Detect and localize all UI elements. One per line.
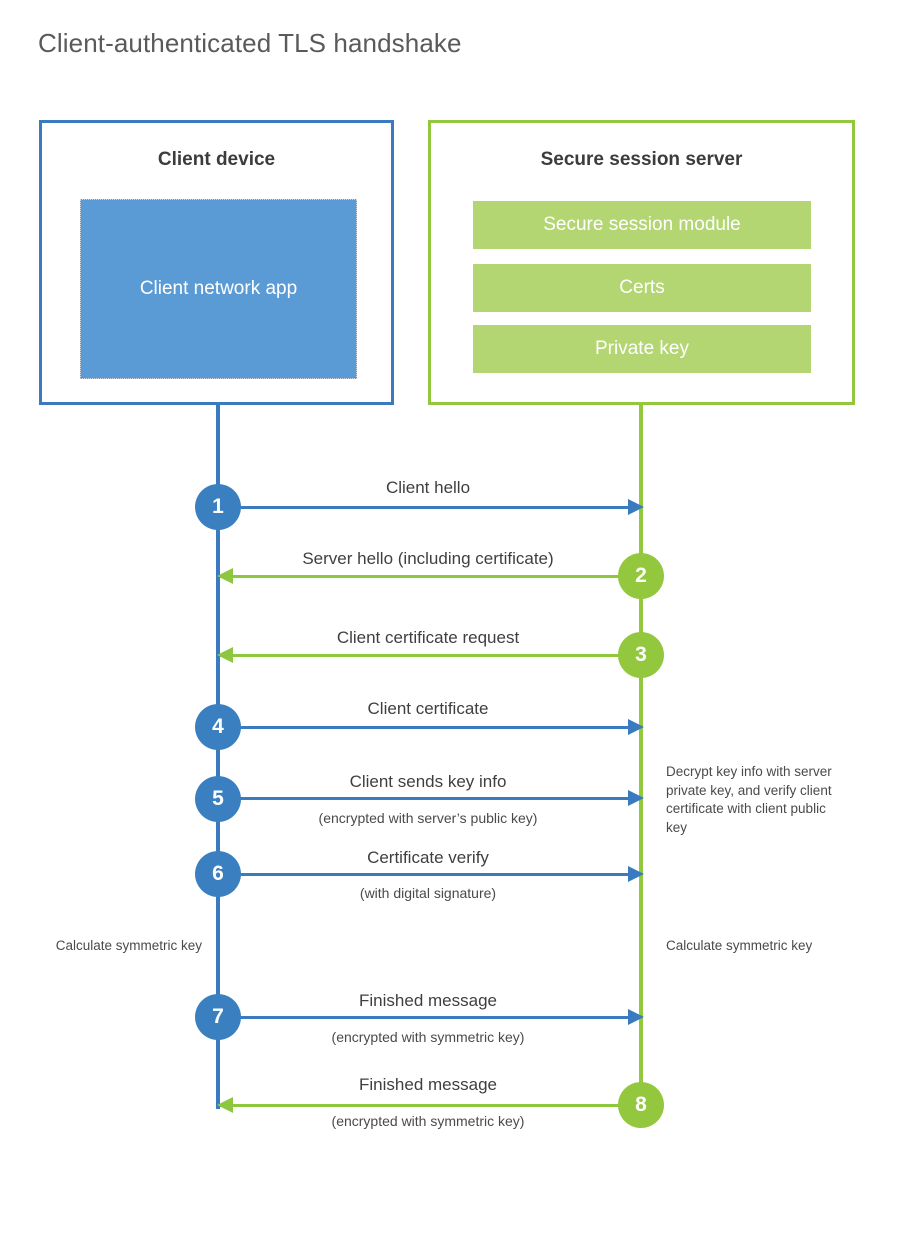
step-8-sublabel: (encrypted with symmetric key)	[331, 1113, 525, 1129]
server-module-private-key: Private key	[473, 325, 811, 373]
step-1-number-circle: 1	[195, 484, 241, 530]
step-5-label: Client sends key info	[349, 772, 507, 791]
step-2-arrow-head-icon	[217, 568, 233, 584]
step-7-number-circle: 7	[195, 994, 241, 1040]
step-4-number-circle: 4	[195, 704, 241, 750]
step-4-label: Client certificate	[367, 699, 489, 718]
client-lifeline	[216, 404, 220, 1109]
step-1-arrow-line	[218, 506, 638, 509]
server-lifeline	[639, 404, 643, 1109]
step-6-sublabel: (with digital signature)	[359, 885, 497, 901]
step-4-arrow-line	[218, 726, 638, 729]
server-calculate-symmetric-key-annotation: Calculate symmetric key	[666, 938, 813, 953]
client-device-box: Client device Client network app	[39, 120, 394, 405]
step-3-arrow-head-icon	[217, 647, 233, 663]
step-2-arrow-line	[220, 575, 640, 578]
step-3-arrow-line	[220, 654, 640, 657]
secure-session-server-title: Secure session server	[540, 149, 743, 170]
server-module-secure-session-module: Secure session module	[473, 201, 811, 249]
step-8-label: Finished message	[359, 1075, 497, 1094]
step-7-sublabel: (encrypted with symmetric key)	[331, 1029, 525, 1045]
server-decrypt-annotation: Decrypt key info with server private key…	[666, 764, 832, 835]
step-4-arrow-head-icon	[628, 719, 644, 735]
page-title: Client-authenticated TLS handshake	[38, 28, 462, 58]
step-2-number-circle: 2	[618, 553, 664, 599]
step-6-label: Certificate verify	[367, 848, 489, 867]
step-2-label: Server hello (including certificate)	[302, 549, 554, 568]
step-8-arrow-line	[220, 1104, 640, 1107]
step-1-label: Client hello	[385, 478, 471, 497]
step-8-arrow-head-icon	[217, 1097, 233, 1113]
step-6-number-circle: 6	[195, 851, 241, 897]
step-8-number-circle: 8	[618, 1082, 664, 1128]
step-6-arrow-head-icon	[628, 866, 644, 882]
step-3-label: Client certificate request	[336, 628, 520, 647]
step-3-number-circle: 3	[618, 632, 664, 678]
client-calculate-symmetric-key-annotation: Calculate symmetric key	[55, 938, 202, 953]
step-7-arrow-head-icon	[628, 1009, 644, 1025]
step-5-number-circle: 5	[195, 776, 241, 822]
step-5-sublabel: (encrypted with server’s public key)	[318, 810, 538, 826]
server-module-certs: Certs	[473, 264, 811, 312]
step-5-arrow-head-icon	[628, 790, 644, 806]
step-5-arrow-line	[218, 797, 638, 800]
step-7-arrow-line	[218, 1016, 638, 1019]
step-7-label: Finished message	[359, 991, 497, 1010]
client-device-title: Client device	[157, 149, 276, 170]
step-6-arrow-line	[218, 873, 638, 876]
client-network-app-block: Client network app	[80, 199, 357, 379]
secure-session-server-box: Secure session server Secure session mod…	[428, 120, 855, 405]
step-1-arrow-head-icon	[628, 499, 644, 515]
